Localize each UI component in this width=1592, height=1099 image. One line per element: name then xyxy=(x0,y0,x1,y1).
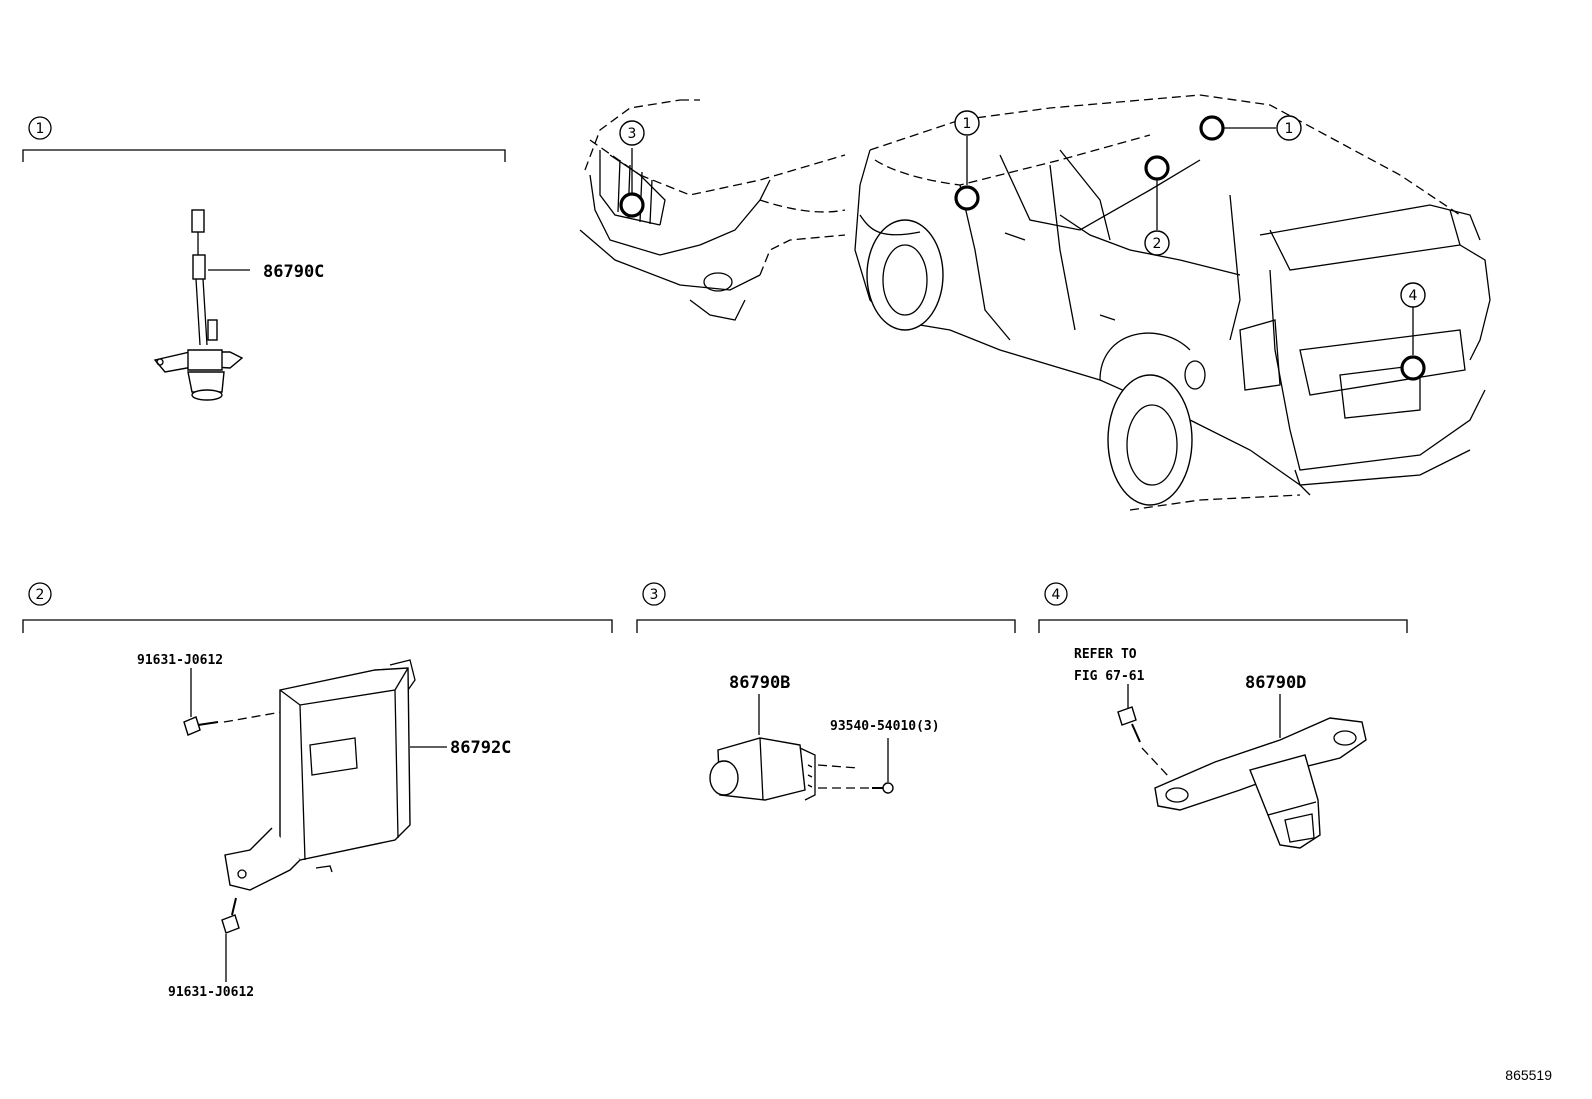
bolt-lower-part-number: 91631-J0612 xyxy=(168,985,254,1000)
rear-camera-part-number: 86790D xyxy=(1245,673,1306,693)
section-4-number: 4 xyxy=(1052,587,1061,603)
rear-camera-part xyxy=(1154,717,1367,849)
rear-callout-2-number: 2 xyxy=(1153,236,1162,252)
rear-callout-4-number: 4 xyxy=(1409,288,1418,304)
section-2-number: 2 xyxy=(36,587,45,603)
front-camera-part xyxy=(709,737,816,801)
figure-id: 865519 xyxy=(1505,1067,1552,1083)
refer-note-line1: REFER TO xyxy=(1074,647,1137,662)
section-3-number-circle xyxy=(642,582,666,606)
front-camera-location-marker xyxy=(619,192,645,218)
rear-callout-2-circle xyxy=(1144,230,1170,256)
section-1-number: 1 xyxy=(36,121,45,137)
bolt-lower xyxy=(221,897,240,934)
front-callout-circle xyxy=(619,120,645,146)
section-2: 2 91631-J0612 86792C 91631-J0612 xyxy=(22,582,613,1000)
rear-callout-1a-number: 1 xyxy=(963,116,972,132)
vehicle-rear-view: 1 1 2 4 xyxy=(854,94,1491,511)
control-unit-part xyxy=(224,659,416,891)
rear-bolt xyxy=(1117,706,1141,743)
section-1: 1 86790C xyxy=(22,116,506,401)
section-2-bracket xyxy=(22,619,613,633)
section-4-bracket xyxy=(1038,619,1408,633)
section-3-number: 3 xyxy=(650,587,659,603)
section-1-number-circle xyxy=(28,116,52,140)
control-unit-part-number: 86792C xyxy=(450,738,511,758)
refer-note-line2: FIG 67-61 xyxy=(1074,669,1145,684)
rear-callout-1b-circle xyxy=(1276,115,1302,141)
section-2-number-circle xyxy=(28,582,52,606)
section-4-number-circle xyxy=(1044,582,1068,606)
screw-part-number: 93540-54010(3) xyxy=(830,719,940,734)
front-wheel xyxy=(866,219,944,331)
section-4: 4 REFER TO FIG 67-61 86790D xyxy=(1038,582,1408,849)
rear-wheel xyxy=(1107,374,1193,506)
front-camera-part-number: 86790B xyxy=(729,673,790,693)
bolt-upper xyxy=(183,716,219,736)
section-3: 3 86790B 93540-54010(3) xyxy=(636,582,1016,801)
control-unit-location-marker xyxy=(1144,155,1170,181)
rear-callout-1a-circle xyxy=(954,110,980,136)
section-3-bracket xyxy=(636,619,1016,633)
screw xyxy=(872,782,894,794)
section-1-bracket xyxy=(22,149,506,162)
antenna-location-marker-b xyxy=(1199,115,1225,141)
bolt-upper-part-number: 91631-J0612 xyxy=(137,653,223,668)
rear-callout-1b-number: 1 xyxy=(1285,121,1294,137)
rear-camera-location-marker xyxy=(1400,355,1426,381)
antenna-part-number: 86790C xyxy=(263,262,324,282)
antenna-part xyxy=(153,209,244,401)
vehicle-front-view: 3 xyxy=(579,99,846,321)
antenna-location-marker-a xyxy=(954,185,980,211)
front-callout-number: 3 xyxy=(628,126,637,142)
